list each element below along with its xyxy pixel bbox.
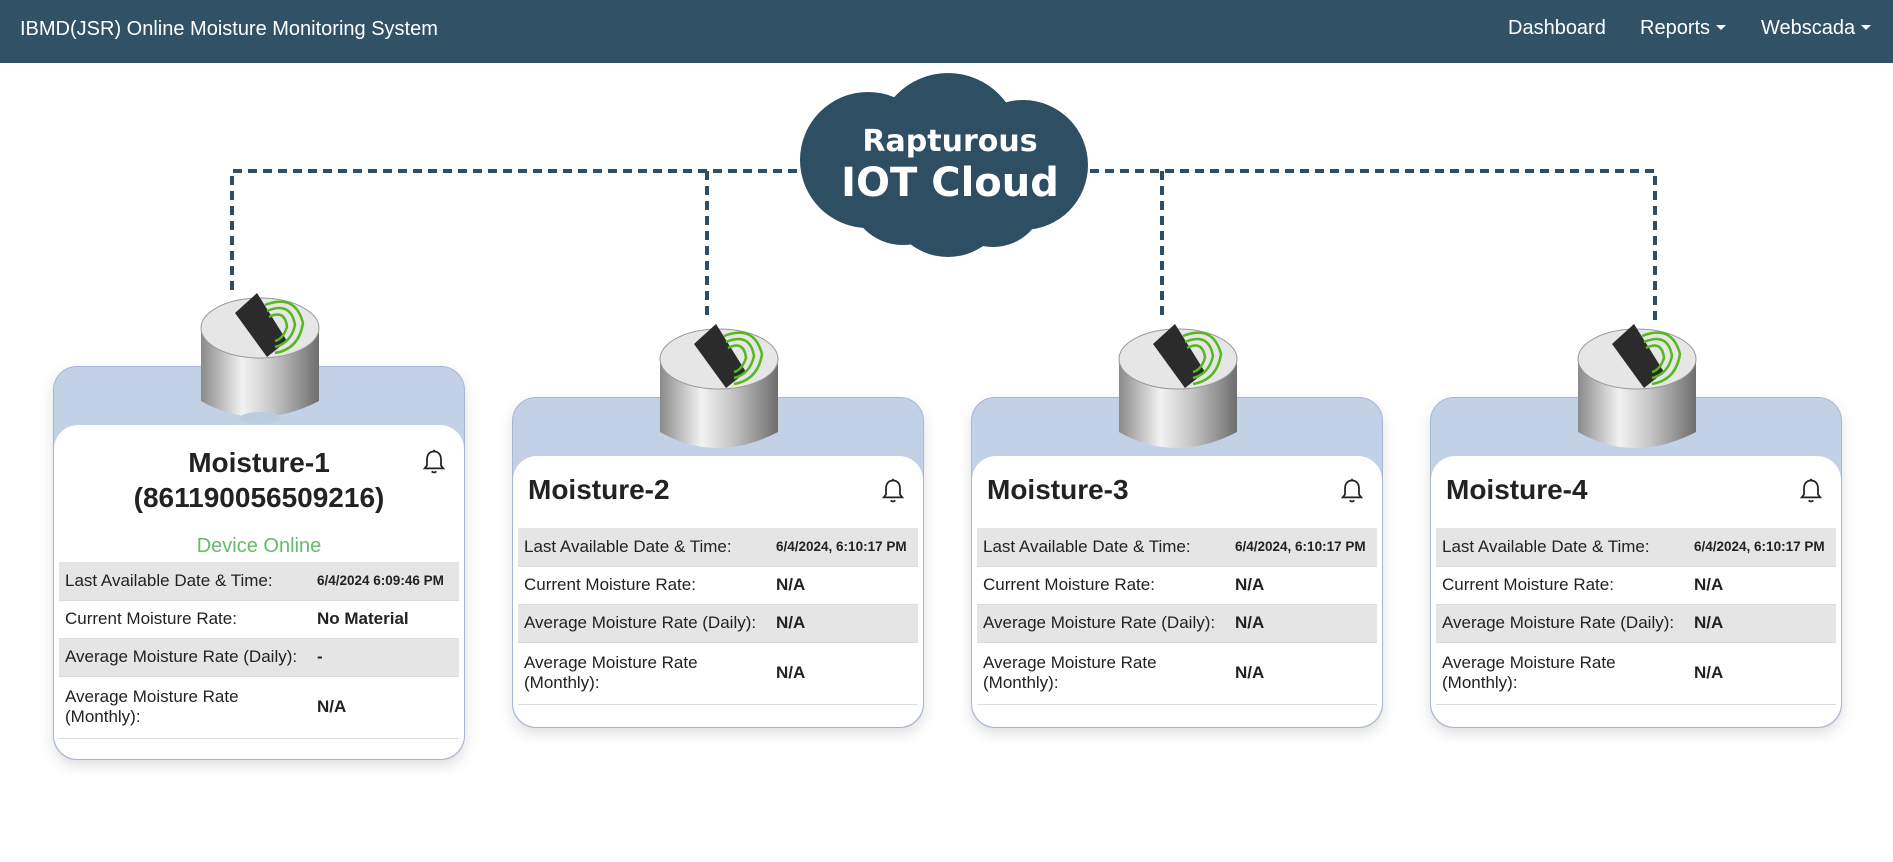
device-info-table: Last Available Date & Time: 6/4/2024, 6:…: [1436, 528, 1836, 705]
nav-reports-label: Reports: [1640, 17, 1711, 39]
label-current-rate: Current Moisture Rate:: [983, 575, 1155, 594]
device-title: Moisture-2: [528, 474, 670, 505]
label-avg-monthly: Average Moisture Rate(Monthly):: [524, 653, 698, 692]
card-body: Moisture-1 (861190056509216) Device Onli…: [54, 425, 464, 759]
device-info-table: Last Available Date & Time: 6/4/2024, 6:…: [518, 528, 918, 705]
cloud-label-line1: Rapturous: [862, 124, 1038, 159]
card-body: Moisture-4 Last Available Date & Time: 6…: [1431, 456, 1841, 727]
device-card-moisture-1: Moisture-1 (861190056509216) Device Onli…: [53, 366, 465, 760]
value-avg-daily: N/A: [770, 604, 918, 642]
nav-webscada-dropdown[interactable]: Webscada: [1761, 17, 1872, 40]
table-row: Average Moisture Rate (Daily): N/A: [518, 604, 918, 642]
card-body: Moisture-2 Last Available Date & Time: 6…: [513, 456, 923, 727]
bell-icon[interactable]: [420, 447, 448, 477]
bell-icon[interactable]: [879, 476, 907, 506]
device-name: Moisture-1: [188, 447, 330, 478]
bell-icon[interactable]: [1338, 476, 1366, 506]
value-avg-monthly: N/A: [1235, 663, 1265, 682]
table-row: Last Available Date & Time: 6/4/2024, 6:…: [1436, 528, 1836, 566]
table-row: Average Moisture Rate (Daily): N/A: [1436, 604, 1836, 642]
bell-icon[interactable]: [1797, 476, 1825, 506]
label-last-time: Last Available Date & Time:: [1436, 528, 1688, 566]
label-last-time: Last Available Date & Time:: [59, 562, 311, 600]
value-last-time: 6/4/2024, 6:10:17 PM: [1688, 528, 1836, 566]
app-title[interactable]: IBMD(JSR) Online Moisture Monitoring Sys…: [20, 18, 438, 40]
table-row: Average Moisture Rate(Monthly): N/A: [977, 642, 1377, 704]
value-current-rate: N/A: [1694, 575, 1724, 594]
label-last-time: Last Available Date & Time:: [518, 528, 770, 566]
label-current-rate: Current Moisture Rate:: [524, 575, 696, 594]
value-current-rate: N/A: [776, 575, 806, 594]
label-avg-monthly: Average Moisture Rate(Monthly):: [983, 653, 1157, 692]
label-avg-daily: Average Moisture Rate (Daily):: [59, 638, 311, 676]
device-title: Moisture-3: [987, 474, 1129, 505]
nav-dashboard[interactable]: Dashboard: [1508, 17, 1606, 39]
device-status: Device Online: [196, 535, 322, 557]
table-row: Average Moisture Rate(Monthly): N/A: [59, 676, 459, 738]
moisture-sensor-image: [1577, 324, 1697, 448]
value-avg-daily: N/A: [1229, 604, 1377, 642]
caret-down-icon: [1716, 25, 1727, 30]
value-avg-daily: -: [311, 638, 459, 676]
card-body: Moisture-3 Last Available Date & Time: 6…: [972, 456, 1382, 727]
device-title: Moisture-1 (861190056509216): [54, 445, 464, 515]
moisture-sensor-image: [1118, 324, 1238, 448]
value-last-time: 6/4/2024, 6:10:17 PM: [770, 528, 918, 566]
table-row: Current Moisture Rate: N/A: [977, 566, 1377, 604]
label-current-rate: Current Moisture Rate:: [1442, 575, 1614, 594]
iot-cloud-shape: [800, 73, 1088, 257]
device-card-moisture-4: Moisture-4 Last Available Date & Time: 6…: [1430, 397, 1842, 728]
value-avg-monthly: N/A: [776, 663, 806, 682]
table-row: Current Moisture Rate: N/A: [1436, 566, 1836, 604]
table-row: Average Moisture Rate(Monthly): N/A: [518, 642, 918, 704]
device-serial: (861190056509216): [133, 482, 385, 513]
nav-webscada-label: Webscada: [1761, 17, 1856, 39]
moisture-sensor-image: [200, 293, 320, 424]
table-row: Last Available Date & Time: 6/4/2024 6:0…: [59, 562, 459, 600]
value-current-rate: N/A: [1235, 575, 1265, 594]
value-last-time: 6/4/2024 6:09:46 PM: [311, 562, 459, 600]
top-navbar: IBMD(JSR) Online Moisture Monitoring Sys…: [0, 0, 1893, 63]
label-last-time: Last Available Date & Time:: [977, 528, 1229, 566]
value-avg-monthly: N/A: [317, 697, 347, 716]
label-avg-monthly: Average Moisture Rate(Monthly):: [1442, 653, 1616, 692]
device-card-moisture-2: Moisture-2 Last Available Date & Time: 6…: [512, 397, 924, 728]
value-last-time: 6/4/2024, 6:10:17 PM: [1229, 528, 1377, 566]
label-avg-monthly: Average Moisture Rate(Monthly):: [65, 687, 239, 726]
table-row: Last Available Date & Time: 6/4/2024, 6:…: [518, 528, 918, 566]
label-avg-daily: Average Moisture Rate (Daily):: [518, 604, 770, 642]
table-row: Current Moisture Rate: No Material: [59, 600, 459, 638]
label-current-rate: Current Moisture Rate:: [65, 609, 237, 628]
value-avg-monthly: N/A: [1694, 663, 1724, 682]
label-avg-daily: Average Moisture Rate (Daily):: [1436, 604, 1688, 642]
value-current-rate: No Material: [317, 609, 409, 628]
device-card-moisture-3: Moisture-3 Last Available Date & Time: 6…: [971, 397, 1383, 728]
label-avg-daily: Average Moisture Rate (Daily):: [977, 604, 1229, 642]
device-title: Moisture-4: [1446, 474, 1588, 505]
device-info-table: Last Available Date & Time: 6/4/2024 6:0…: [59, 562, 459, 739]
table-row: Current Moisture Rate: N/A: [518, 566, 918, 604]
nav-reports-dropdown[interactable]: Reports: [1640, 17, 1727, 40]
table-row: Average Moisture Rate(Monthly): N/A: [1436, 642, 1836, 704]
table-row: Average Moisture Rate (Daily): N/A: [977, 604, 1377, 642]
table-row: Last Available Date & Time: 6/4/2024, 6:…: [977, 528, 1377, 566]
value-avg-daily: N/A: [1688, 604, 1836, 642]
table-row: Average Moisture Rate (Daily): -: [59, 638, 459, 676]
device-info-table: Last Available Date & Time: 6/4/2024, 6:…: [977, 528, 1377, 705]
moisture-sensor-image: [659, 324, 779, 448]
caret-down-icon: [1861, 25, 1872, 30]
cloud-label-line2: IOT Cloud: [841, 160, 1059, 206]
